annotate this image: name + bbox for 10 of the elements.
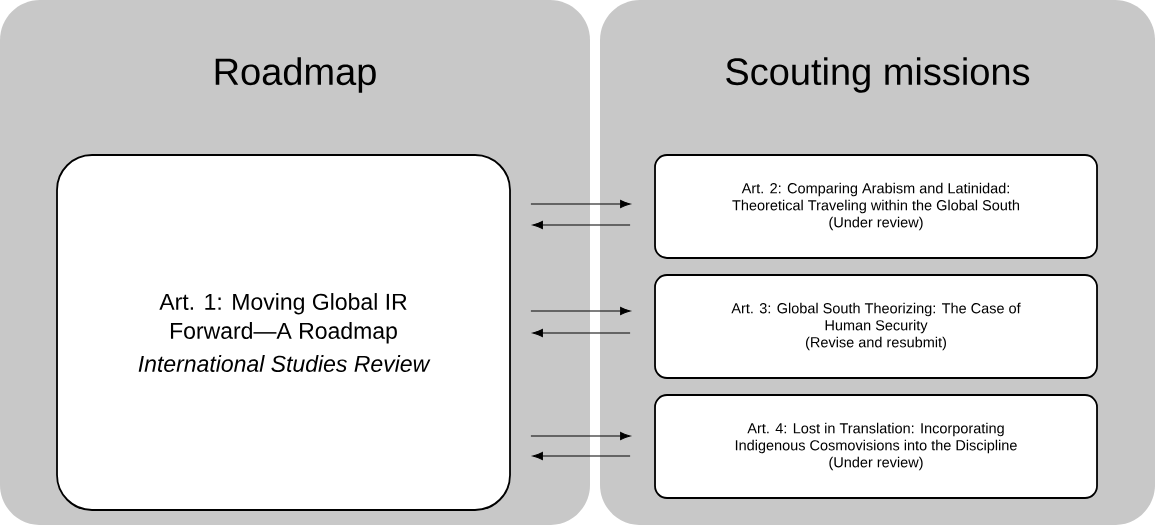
article-box: Art. 2: Comparing Arabism and Latinidad: Theoretical Traveling within the Global South (Under review): [654, 154, 1098, 259]
arrow: [532, 451, 631, 461]
article-box: Art. 4: Lost in Translation: Incorporating Indigenous Cosmovisions into the Discipline (Under review): [654, 394, 1098, 499]
arrow: [530, 431, 631, 441]
arrow: [530, 199, 631, 209]
arrow: [530, 306, 631, 316]
arrow: [532, 328, 631, 338]
article-box: Art. 1: Moving Global IR Forward—A Roadmap International Studies Review: [56, 154, 511, 511]
arrow: [532, 220, 631, 230]
article-box: Art. 3: Global South Theorizing: The Case of Human Security (Revise and resubmit): [654, 274, 1098, 379]
